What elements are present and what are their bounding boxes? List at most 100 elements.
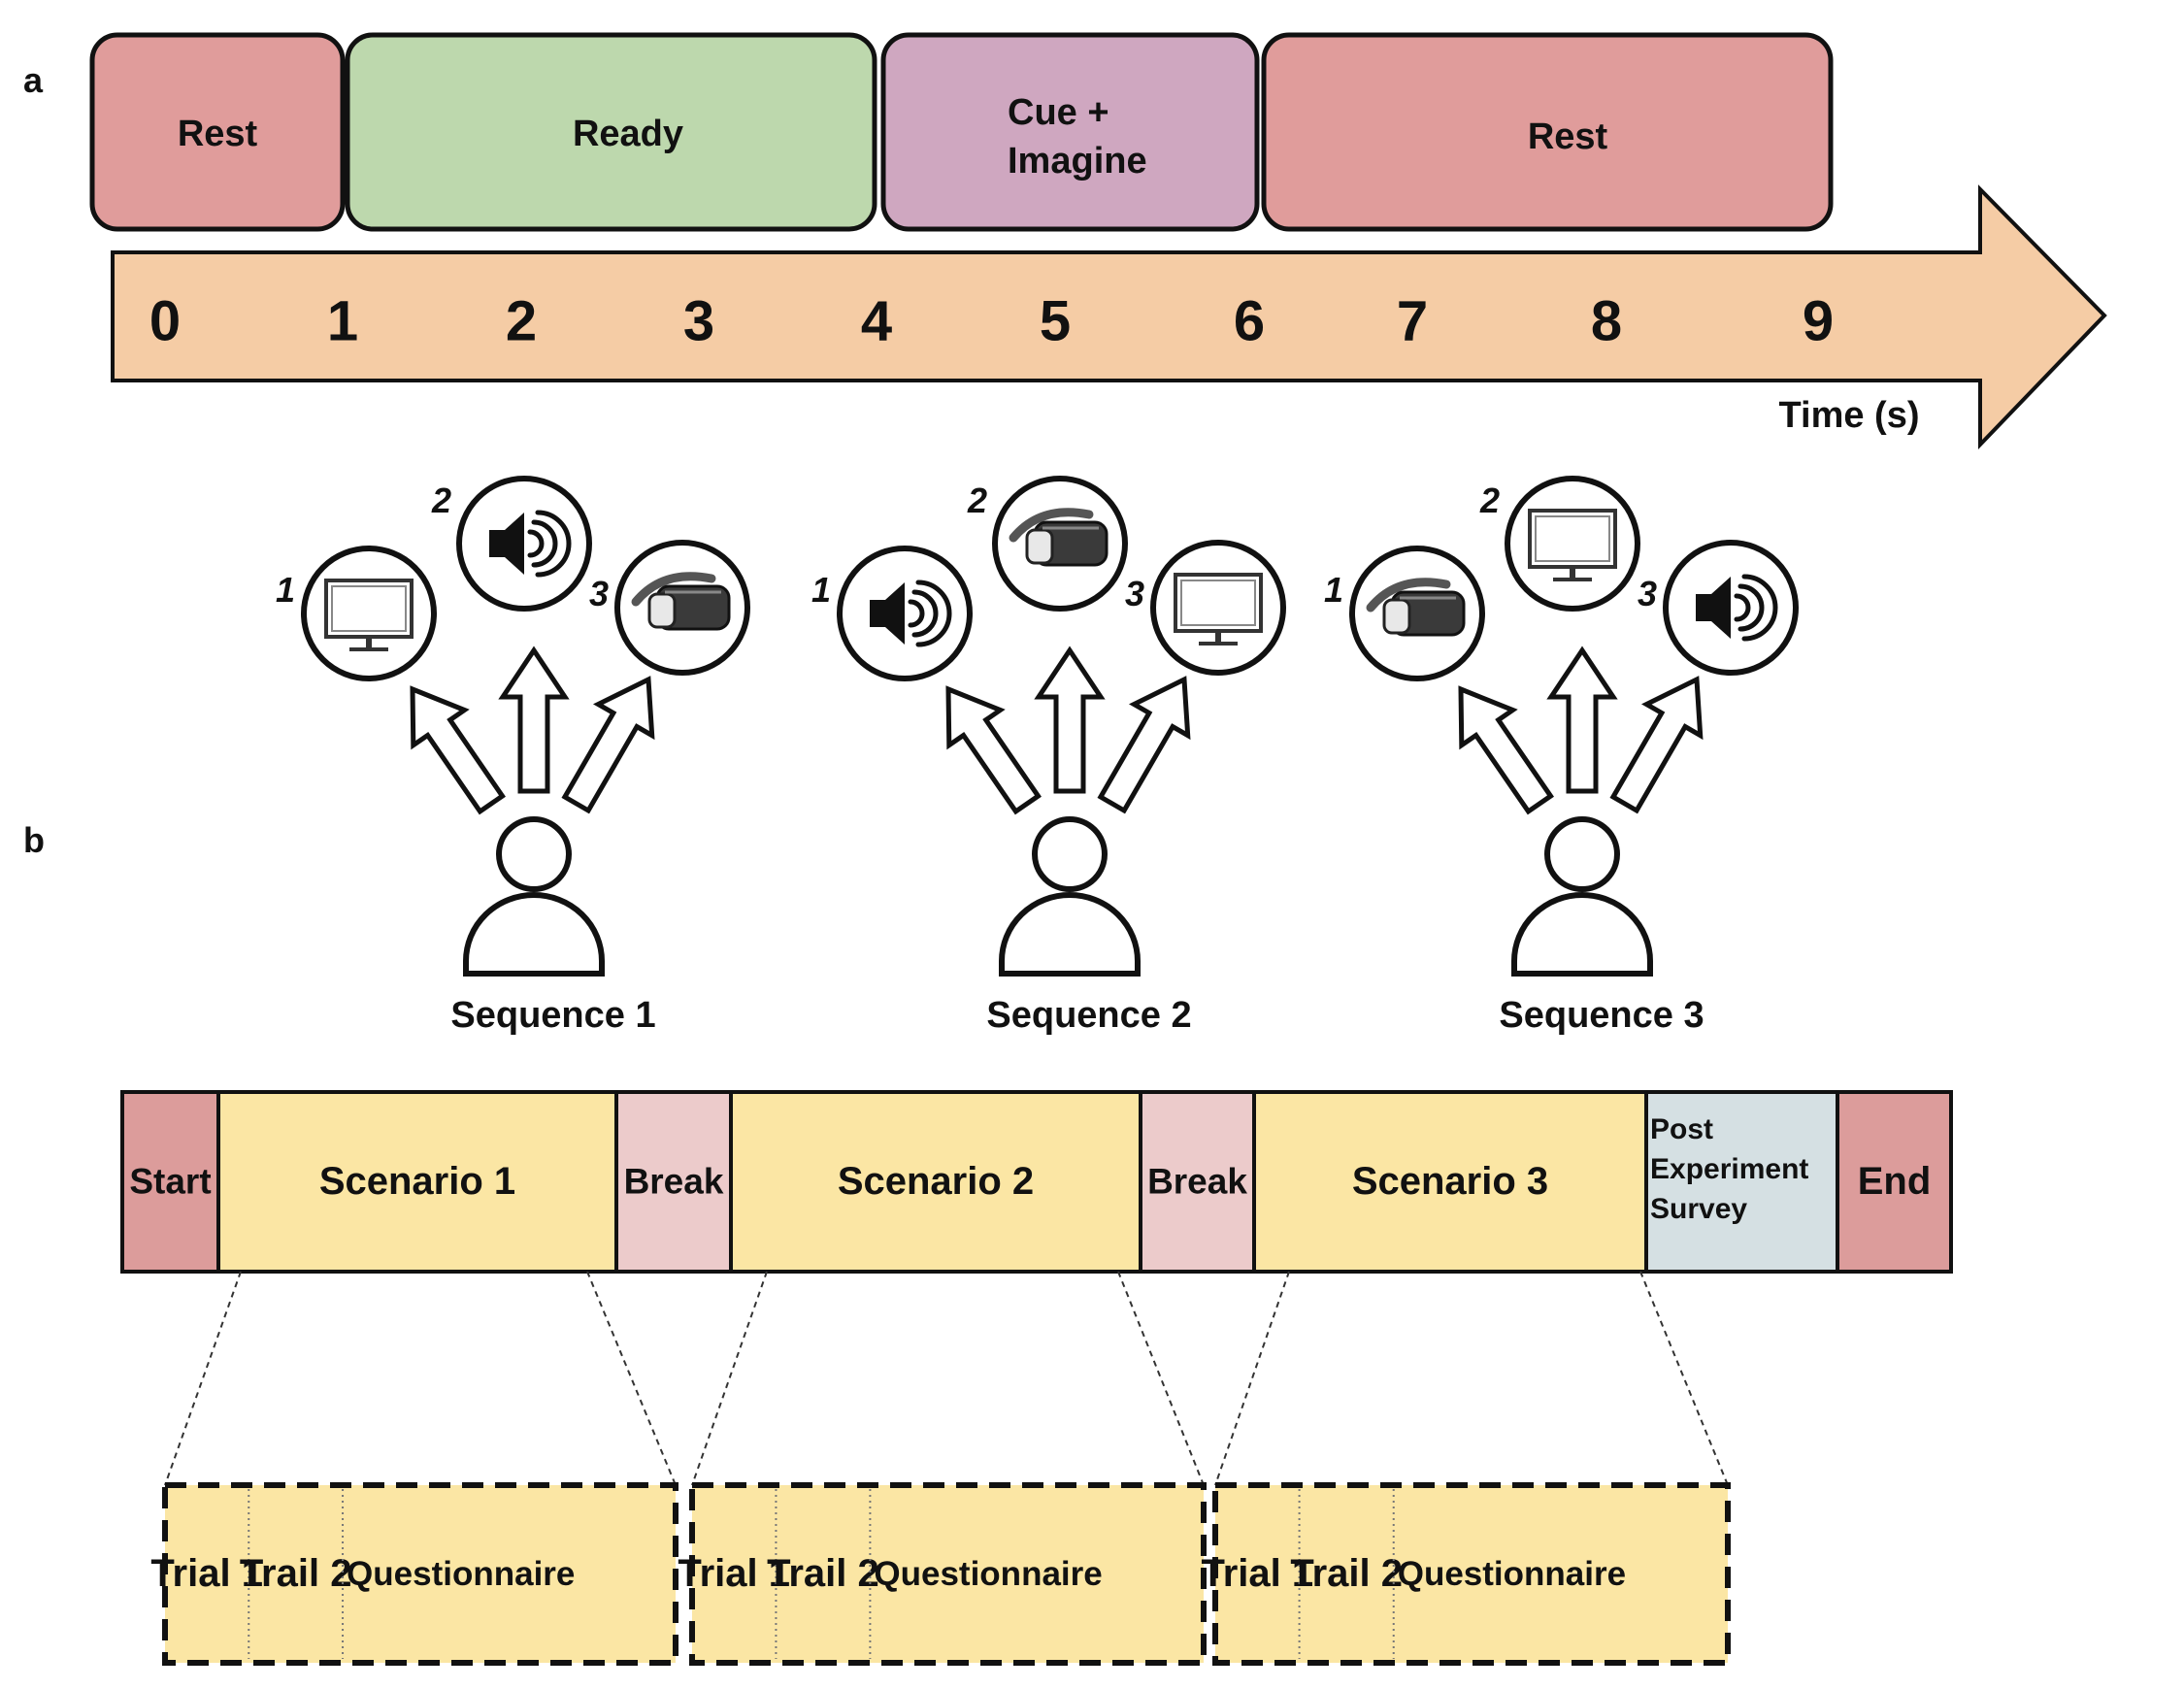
order-number: 1 [1324, 570, 1343, 610]
time-tick-3: 3 [683, 289, 714, 352]
order-number: 1 [276, 570, 295, 610]
vr-headset-icon [614, 540, 750, 676]
time-arrow [111, 184, 2107, 449]
zoom-connector [1639, 1271, 1729, 1486]
speaker-icon [837, 546, 973, 681]
block-label-line: Post [1650, 1113, 1713, 1145]
detail-item-label: Trial 1 [1201, 1552, 1313, 1595]
vr-headset-icon [992, 476, 1128, 612]
protocol-bar: Start Scenario 1 Break Scenario 2 Break Scena… [120, 1090, 1953, 1274]
time-tick-2: 2 [506, 289, 537, 352]
zoom-connector [691, 1271, 768, 1486]
block-scenario-1: Scenario 1 [216, 1090, 618, 1274]
phase-cue-line-1: Cue + [1008, 92, 1109, 133]
order-number: 1 [811, 570, 831, 610]
time-tick-7: 7 [1397, 289, 1428, 352]
detail-item-label: Trail 2 [767, 1552, 879, 1595]
panel-label-b: b [23, 820, 45, 860]
block-label: Scenario 3 [1352, 1160, 1548, 1203]
order-number: 3 [1638, 574, 1657, 613]
time-tick-6: 6 [1234, 289, 1265, 352]
sequence-label: Sequence 3 [1499, 995, 1704, 1036]
phase-rest-2-label: Rest [1528, 116, 1608, 157]
arrow-3 [1609, 676, 1704, 814]
order-number: 2 [1479, 480, 1500, 520]
detail-item-label: Trail 2 [240, 1552, 352, 1595]
phase-cue-imagine: Cue + Imagine [880, 32, 1260, 232]
monitor-icon [301, 546, 437, 681]
block-label: Start [129, 1161, 211, 1201]
order-number: 2 [967, 480, 987, 520]
phase-cue-line-2: Imagine [1008, 141, 1147, 182]
block-scenario-3: Scenario 3 [1252, 1090, 1648, 1274]
person-icon [1511, 816, 1653, 977]
sequence-label: Sequence 2 [986, 995, 1191, 1036]
block-label: End [1858, 1160, 1932, 1203]
detail-item-label: Trial 1 [678, 1552, 790, 1595]
vr-headset-icon [1349, 546, 1485, 681]
time-ticks: 0 1 2 3 4 5 6 7 8 9 [149, 289, 1834, 352]
zoom-connector [586, 1271, 677, 1486]
block-scenario-2: Scenario 2 [729, 1090, 1142, 1274]
speaker-icon [456, 476, 592, 612]
order-number: 3 [589, 574, 609, 613]
phase-bar: Rest Ready Cue + Imagine Rest [89, 32, 1834, 232]
time-tick-0: 0 [149, 289, 181, 352]
order-number: 3 [1125, 574, 1144, 613]
zoom-connector [1214, 1271, 1290, 1486]
time-tick-8: 8 [1591, 289, 1622, 352]
sequence-label: Sequence 1 [450, 995, 655, 1036]
phase-cue-imagine-label: Cue + Imagine [1008, 92, 1147, 182]
arrow-2 [1546, 646, 1618, 794]
person-icon [463, 816, 605, 977]
order-number: 2 [431, 480, 451, 520]
person-icon [999, 816, 1141, 977]
time-tick-9: 9 [1803, 289, 1834, 352]
phase-ready-box [345, 32, 877, 232]
phase-ready-label: Ready [573, 114, 683, 154]
arrow-1 [1458, 685, 1554, 815]
block-label-line: Survey [1650, 1193, 1747, 1225]
phase-ready: Ready [345, 32, 877, 232]
block-label: Break [1147, 1161, 1247, 1201]
time-tick-4: 4 [861, 289, 892, 352]
detail-box [689, 1482, 1207, 1666]
time-tick-5: 5 [1040, 289, 1071, 352]
arrow-2 [1034, 646, 1106, 794]
arrow-3 [561, 676, 655, 814]
phase-rest-1-label: Rest [178, 114, 258, 154]
block-end: End [1836, 1090, 1953, 1274]
monitor-icon [1505, 476, 1640, 612]
phase-rest-1: Rest [89, 32, 346, 232]
phase-rest-2-box [1261, 32, 1834, 232]
time-axis-label: Time (s) [1778, 395, 1919, 436]
block-label: Scenario 2 [838, 1160, 1034, 1203]
speaker-icon [1663, 540, 1799, 676]
arrow-2 [498, 646, 570, 794]
block-label: Break [624, 1161, 724, 1201]
detail-box [1212, 1482, 1731, 1666]
block-label: Scenario 1 [319, 1160, 515, 1203]
arrow-1 [945, 685, 1042, 815]
detail-box [162, 1482, 678, 1666]
detail-item-label: Trail 2 [1290, 1552, 1403, 1595]
detail-item-label: Questionnaire [347, 1555, 575, 1593]
block-start: Start [120, 1090, 220, 1274]
time-tick-1: 1 [327, 289, 358, 352]
panel-label-a: a [23, 60, 44, 100]
block-label-line: Experiment [1650, 1153, 1808, 1185]
block-break: Break [614, 1090, 733, 1274]
phase-rest-1-box [89, 32, 346, 232]
arrow-1 [410, 685, 506, 815]
detail-item-label: Trial 1 [150, 1552, 263, 1595]
